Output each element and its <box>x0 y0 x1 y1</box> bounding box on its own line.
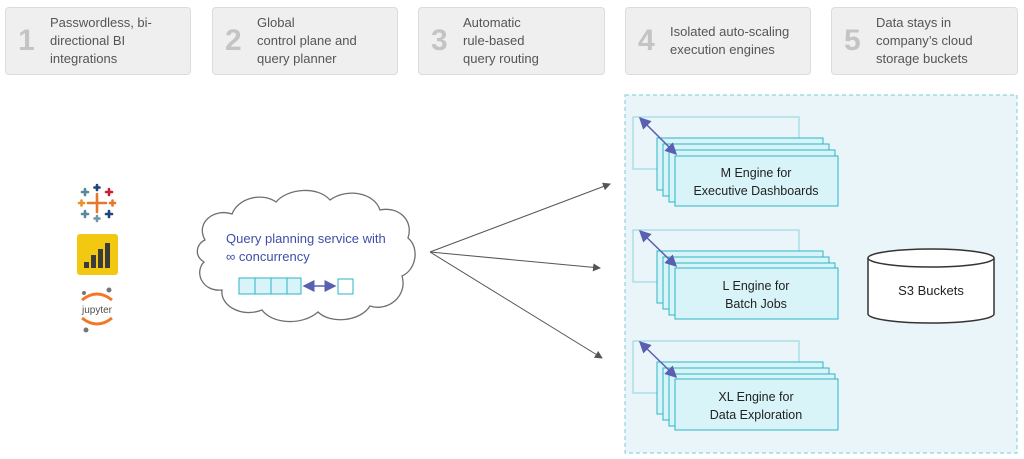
step-text: Passwordless, bi- directional BI integra… <box>50 15 152 66</box>
step-text: Isolated auto-scaling execution engines <box>670 24 790 57</box>
step-text: Data stays in company’s cloud storage bu… <box>876 15 973 66</box>
jupyter-icon: jupyter <box>81 287 113 333</box>
routing-arrows <box>429 182 611 359</box>
step-2: 2 Global control plane and query planner <box>212 7 398 75</box>
jupyter-text: jupyter <box>81 305 113 316</box>
engine-stack-l <box>632 229 839 320</box>
engine-stack-xl <box>632 340 839 431</box>
step-4: 4 Isolated auto-scaling execution engine… <box>625 7 811 75</box>
step-text: Global control plane and query planner <box>257 15 357 66</box>
engine-m-label: M Engine for Executive Dashboards <box>693 166 819 198</box>
step-5: 5 Data stays in company’s cloud storage … <box>831 7 1018 75</box>
step-number: 5 <box>844 24 861 57</box>
tableau-icon <box>77 183 117 223</box>
s3-buckets-label: S3 Buckets <box>898 283 964 298</box>
step-1: 1 Passwordless, bi- directional BI integ… <box>5 7 191 75</box>
step-number: 4 <box>638 24 655 57</box>
query-queue <box>238 277 354 295</box>
step-number: 2 <box>225 24 242 57</box>
step-number: 3 <box>431 24 448 57</box>
step-number: 1 <box>18 24 35 57</box>
step-text: Automatic rule-based query routing <box>463 15 539 66</box>
steps-bar: 1 Passwordless, bi- directional BI integ… <box>0 0 1024 80</box>
engine-l-label: L Engine for Batch Jobs <box>722 279 790 311</box>
s3-bucket-cylinder <box>867 248 995 324</box>
powerbi-icon <box>77 234 118 275</box>
query-planner-label: Query planning service with ∞ concurrenc… <box>226 231 386 264</box>
step-3: 3 Automatic rule-based query routing <box>418 7 605 75</box>
engine-stack-m <box>632 116 839 207</box>
engine-xl-label: XL Engine for Data Exploration <box>709 390 803 422</box>
